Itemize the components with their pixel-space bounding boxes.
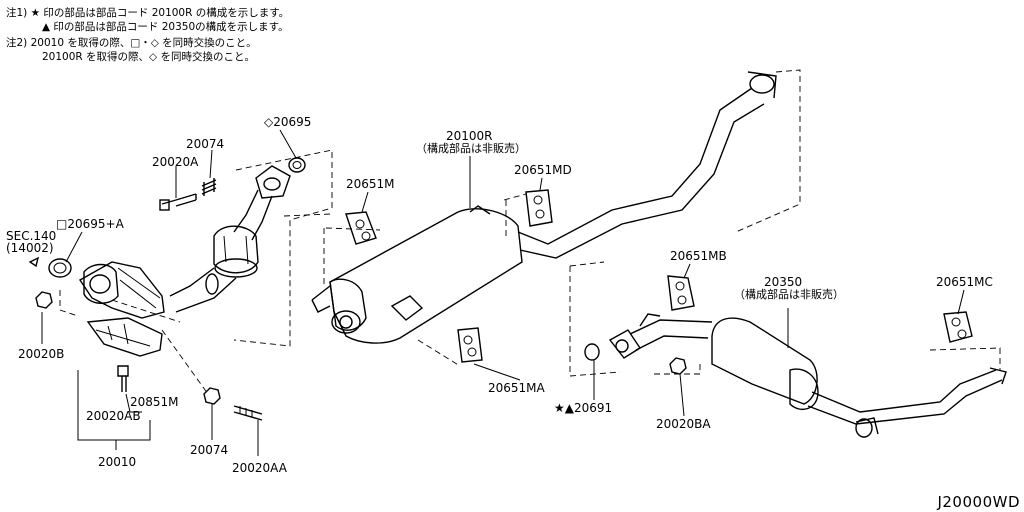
callout-20350-note: （構成部品は非販売） bbox=[734, 288, 844, 301]
callout-20651MB[interactable]: 20651MB bbox=[670, 249, 727, 263]
bolt-20020AB[interactable] bbox=[117, 365, 129, 392]
gasket-20695[interactable] bbox=[288, 157, 306, 173]
hanger-20651MD[interactable] bbox=[525, 189, 553, 227]
callout-20020AA[interactable]: 20020AA bbox=[232, 461, 287, 475]
callout-20651MC[interactable]: 20651MC bbox=[936, 275, 993, 289]
callout-20074-top[interactable]: 20074 bbox=[186, 137, 225, 151]
callout-20851M[interactable]: 20851M bbox=[130, 395, 179, 409]
hanger-20651MA[interactable] bbox=[457, 327, 483, 363]
gasket-20691[interactable] bbox=[584, 343, 600, 361]
callout-20020AB[interactable]: 20020AB bbox=[86, 409, 141, 423]
diagram-code: J20000WD bbox=[937, 493, 1020, 511]
nut-20020B[interactable] bbox=[35, 291, 53, 309]
note-line-3: 注2) 20010 を取得の際、□・◇ を同時交換のこと。 bbox=[6, 37, 257, 49]
callout-20691[interactable]: ★▲20691 bbox=[554, 401, 613, 415]
hanger-20651M[interactable] bbox=[345, 211, 377, 245]
sec-ref-code[interactable]: (14002) bbox=[6, 241, 54, 255]
nut-20020BA[interactable] bbox=[669, 357, 687, 375]
callout-20695A[interactable]: □20695+A bbox=[56, 217, 124, 231]
hanger-20651MC[interactable] bbox=[943, 311, 973, 343]
gasket-20695A[interactable] bbox=[48, 258, 72, 278]
main-muffler[interactable] bbox=[608, 313, 1007, 438]
callout-20651M[interactable]: 20651M bbox=[346, 177, 395, 191]
callout-20100R[interactable]: 20100R bbox=[446, 129, 493, 143]
callout-20010[interactable]: 20010 bbox=[98, 455, 137, 469]
callout-20020A[interactable]: 20020A bbox=[152, 155, 199, 169]
callout-20020BA[interactable]: 20020BA bbox=[656, 417, 711, 431]
callout-20020B[interactable]: 20020B bbox=[18, 347, 65, 361]
callout-20651MA[interactable]: 20651MA bbox=[488, 381, 545, 395]
sec-ref-label[interactable]: SEC.140 bbox=[6, 229, 57, 243]
bolt-20020A[interactable] bbox=[159, 193, 197, 211]
callout-20350[interactable]: 20350 bbox=[764, 275, 803, 289]
note-line-1: 注1) ★ 印の部品は部品コード 20100R の構成を示します。 bbox=[6, 7, 290, 19]
callout-20695[interactable]: ◇20695 bbox=[264, 115, 312, 129]
callout-20074-bottom[interactable]: 20074 bbox=[190, 443, 229, 457]
callout-20100R-note: （構成部品は非販売） bbox=[416, 142, 526, 155]
callout-20651MD[interactable]: 20651MD bbox=[514, 163, 572, 177]
arrow-icon bbox=[28, 256, 40, 268]
note-line-4: 20100R を取得の際、◇ を同時交換のこと。 bbox=[42, 51, 255, 63]
nut-20074[interactable] bbox=[203, 387, 221, 405]
note-line-2: ▲ 印の部品は部品コード 20350の構成を示します。 bbox=[42, 21, 289, 33]
stud-20020AA[interactable] bbox=[233, 405, 263, 421]
spring-20074[interactable] bbox=[201, 178, 217, 196]
front-tube-catalyst[interactable] bbox=[78, 165, 291, 357]
hanger-20651MB[interactable] bbox=[667, 275, 695, 311]
center-muffler[interactable] bbox=[311, 71, 777, 344]
